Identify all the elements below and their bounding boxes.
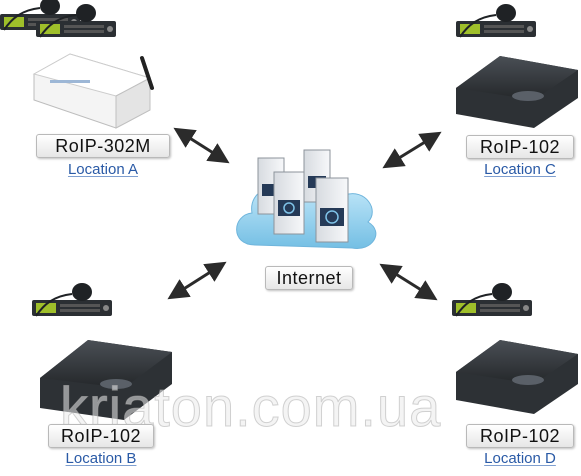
node-c-location-label: Location C (484, 161, 556, 178)
link-arrow-c (382, 131, 442, 169)
link-arrow-b (167, 261, 227, 300)
node-d-model-label: RoIP-102 (466, 424, 574, 448)
radio-icon (31, 282, 113, 317)
node-d-location-label: Location D (484, 450, 556, 467)
server-icon (257, 149, 349, 243)
roip-302m-device (32, 53, 154, 129)
radio-icon (451, 282, 533, 317)
node-b-model-label: RoIP-102 (48, 424, 154, 448)
node-b-location-label: Location B (65, 450, 137, 467)
roip-102-device-c (456, 56, 578, 128)
node-c-model-label: RoIP-102 (466, 135, 574, 159)
roip-102-device-b (40, 340, 172, 420)
link-arrow-d (379, 263, 438, 301)
link-arrow-a (173, 127, 230, 164)
radio-icon (455, 3, 537, 38)
roip-102-device-d (456, 340, 578, 414)
node-a-location-label: Location A (67, 161, 139, 178)
node-a-model-label: RoIP-302M (36, 134, 170, 158)
internet-cloud (236, 149, 377, 249)
internet-label: Internet (265, 266, 353, 290)
